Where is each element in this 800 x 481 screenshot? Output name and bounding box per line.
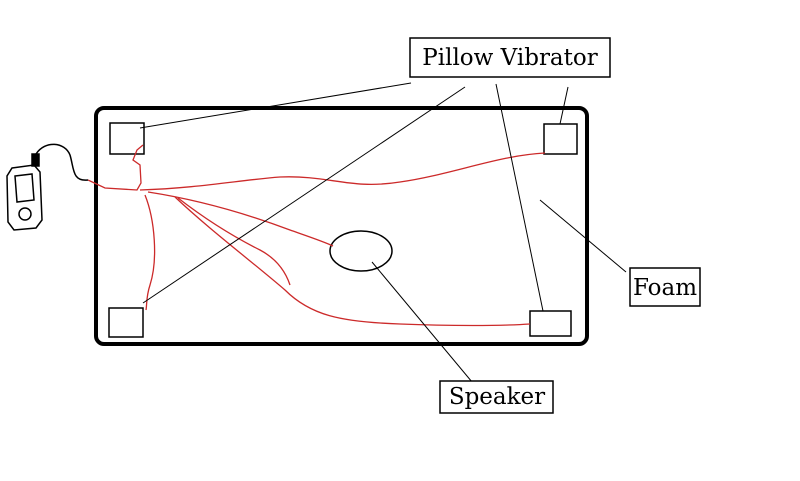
wire-speaker (147, 191, 334, 247)
wire-bottom-left (144, 194, 156, 311)
leader-vib-to-bottom-left-box (142, 86, 466, 304)
wire-top-left (87, 144, 144, 191)
speaker-ellipse (329, 230, 393, 272)
pillow-vibrator-label: Pillow Vibrator (422, 45, 597, 71)
pillow-outline (94, 106, 589, 346)
wire-branch (177, 197, 291, 286)
speaker-label-box (439, 380, 554, 414)
wire-bottom-right (174, 196, 531, 327)
wires (87, 144, 546, 327)
leader-vib-to-top-left-box (139, 82, 412, 129)
vibrator-box-bottom-right (529, 310, 572, 337)
leader-vib-to-bottom-right-box (495, 83, 544, 312)
speaker-label: Speaker (449, 384, 545, 410)
foam-label: Foam (633, 275, 697, 301)
wire-top-right (139, 152, 546, 191)
vibrator-box-bottom-left (108, 307, 144, 338)
leader-foam (539, 199, 627, 273)
vibrator-box-top-left (109, 122, 145, 155)
vibrator-box-top-right (543, 123, 578, 155)
pillow-vibrator-label-box (409, 37, 611, 78)
leader-lines (139, 82, 627, 383)
foam-label-box (629, 267, 701, 307)
leader-speaker (371, 261, 473, 383)
phone-icon (6, 143, 89, 231)
leader-vib-to-top-right-box (559, 86, 569, 125)
